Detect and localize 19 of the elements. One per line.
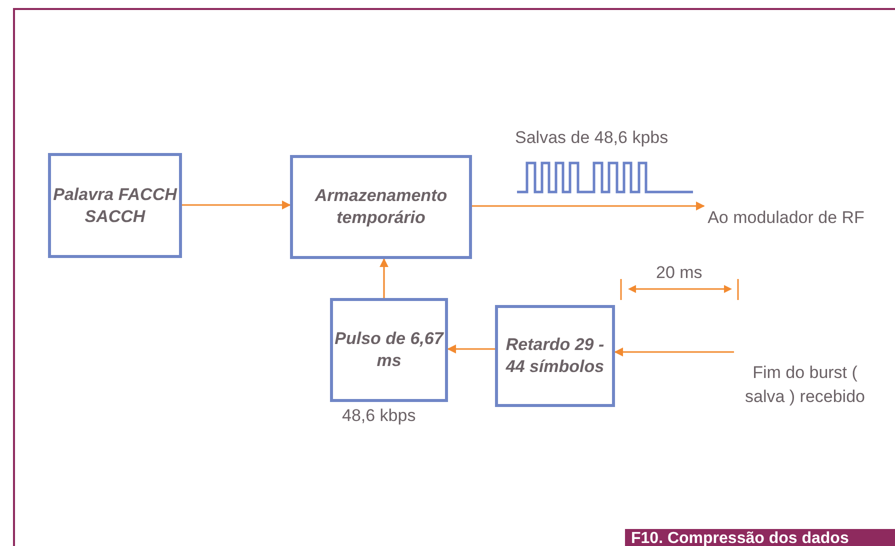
box-label: Palavra FACCH SACCH: [52, 184, 178, 228]
arrow: [447, 344, 495, 354]
signal-label: Salvas de 48,6 kpbs: [515, 128, 668, 148]
process-box: [330, 298, 448, 402]
rate-caption: 48,6 kbps: [342, 406, 416, 426]
box-label: Armazenamento temporário: [314, 185, 448, 229]
figure-caption: F10. Compressão dos dados: [625, 529, 895, 546]
process-box: [495, 305, 615, 407]
arrow: [614, 348, 734, 356]
process-box: [290, 155, 472, 259]
arrow: [182, 200, 291, 210]
process-box: [48, 153, 182, 258]
arrow: [380, 258, 388, 298]
annotation-text: Fim do burst ( salva ) recebido: [744, 362, 866, 408]
box-label: Pulso de 6,67 ms: [334, 328, 445, 372]
dimension-label: 20 ms: [656, 263, 702, 283]
arrow: [472, 202, 705, 210]
box-label: Retardo 29 - 44 símbolos: [504, 334, 606, 378]
annotation-text: Ao modulador de RF: [708, 207, 864, 229]
